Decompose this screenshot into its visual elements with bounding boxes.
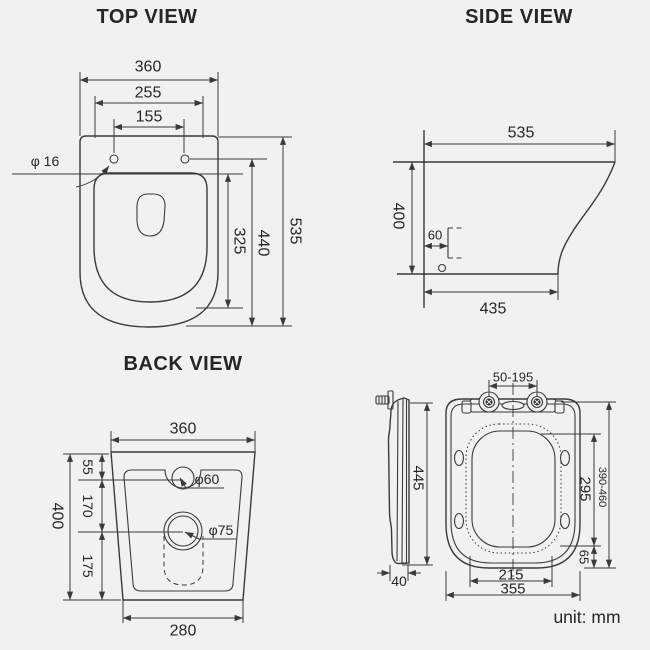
seat-profile-layers [396, 398, 408, 564]
side-dim-435-label: 435 [480, 301, 507, 318]
top-seat-rim-outline [93, 172, 208, 303]
back-view-title: BACK VIEW [124, 353, 243, 375]
top-dim-255-label: 255 [135, 85, 162, 102]
side-fixing-hole [437, 263, 447, 273]
seat-hinge-tab-left [461, 400, 472, 414]
seat-dim-215-label: 215 [498, 567, 523, 584]
side-dim-60-label: 60 [428, 228, 442, 243]
seat-opening-dotted [465, 423, 562, 554]
seat-hinge-tab-right [554, 400, 565, 414]
top-view-drawing: TOP VIEW 360 255 155 φ 16 325 440 535 [12, 6, 304, 328]
top-ext-360 [79, 72, 219, 136]
back-view-drawing: BACK VIEW 360 55 170 175 400 φ60 φ75 280 [49, 353, 256, 640]
back-dim-360-label: 360 [170, 421, 197, 438]
top-dim-360-label: 360 [135, 59, 162, 76]
back-trapway-dashed [163, 536, 204, 586]
seat-view-drawing: 50-195 445 40 295 390-460 65 215 355 [375, 370, 616, 601]
back-inlet-hole [171, 466, 195, 490]
back-outlet-hole-outer [163, 511, 203, 551]
top-bowl-outline [79, 135, 219, 328]
seat-hinge-pin-ridges [378, 396, 386, 404]
seat-dim-hinge-range-label: 50-195 [493, 370, 533, 385]
back-outlet-hole-inner [167, 515, 199, 547]
seat-top-view [445, 383, 581, 578]
seat-dim-355-label: 355 [500, 581, 525, 598]
side-dim-400-label: 400 [390, 203, 407, 230]
back-dim-outlet-dia-label: φ75 [209, 522, 234, 538]
top-dim-325-label: 325 [231, 228, 248, 255]
top-leader-hole-diameter [75, 165, 110, 188]
back-ext-280 [122, 600, 244, 623]
seat-dim-65-label: 65 [577, 550, 592, 564]
seat-dim-390-460-label: 390-460 [596, 467, 608, 507]
top-mounting-hole-right [180, 154, 190, 164]
top-dim-hole-dia-label: φ 16 [31, 153, 60, 169]
side-body-front-curve [557, 161, 616, 275]
top-dim-440-label: 440 [255, 230, 272, 257]
side-view-title: SIDE VIEW [465, 6, 573, 28]
top-view-title: TOP VIEW [96, 6, 197, 28]
seat-profile-outline [387, 397, 410, 565]
seat-side-profile [375, 390, 410, 565]
seat-dim-295-label: 295 [577, 476, 594, 501]
seat-hinge-right-screw-cross [534, 399, 540, 405]
back-leader-inlet-arrow [179, 477, 187, 489]
back-dim-280-label: 280 [170, 623, 197, 640]
back-dim-inlet-dia-label: φ60 [195, 471, 220, 487]
side-view-drawing: SIDE VIEW 535 400 60 435 [390, 6, 616, 318]
back-dim-175-label: 175 [80, 554, 96, 578]
seat-bumper-right-bottom [559, 512, 571, 530]
seat-opening [471, 430, 556, 548]
back-ext-hole-lines [78, 479, 183, 533]
seat-bumper-left-top [453, 449, 465, 467]
seat-dim-40-label: 40 [391, 573, 407, 589]
top-mounting-hole-left [109, 154, 119, 164]
back-dim-400-label: 400 [49, 503, 66, 530]
seat-dim-445-label: 445 [410, 465, 427, 490]
back-dim-170-label: 170 [80, 494, 96, 518]
top-dim-535-label: 535 [287, 218, 304, 245]
seat-lid-inner-edge [450, 403, 576, 564]
back-dim-55-label: 55 [80, 459, 96, 475]
back-recess-panel [123, 469, 243, 592]
top-water-spot [136, 193, 166, 237]
side-dim-535-label: 535 [508, 125, 535, 142]
seat-bumper-left-bottom [453, 512, 465, 530]
seat-hinge-left-screw-cross [486, 399, 492, 405]
back-leader-outlet-arrow [184, 531, 200, 540]
seat-lid-outline [445, 398, 581, 569]
unit-note: unit: mm [553, 607, 620, 627]
seat-bumper-right-top [559, 449, 571, 467]
side-outlet-bracket-dashed [448, 227, 464, 259]
top-dim-155-label: 155 [136, 109, 163, 126]
